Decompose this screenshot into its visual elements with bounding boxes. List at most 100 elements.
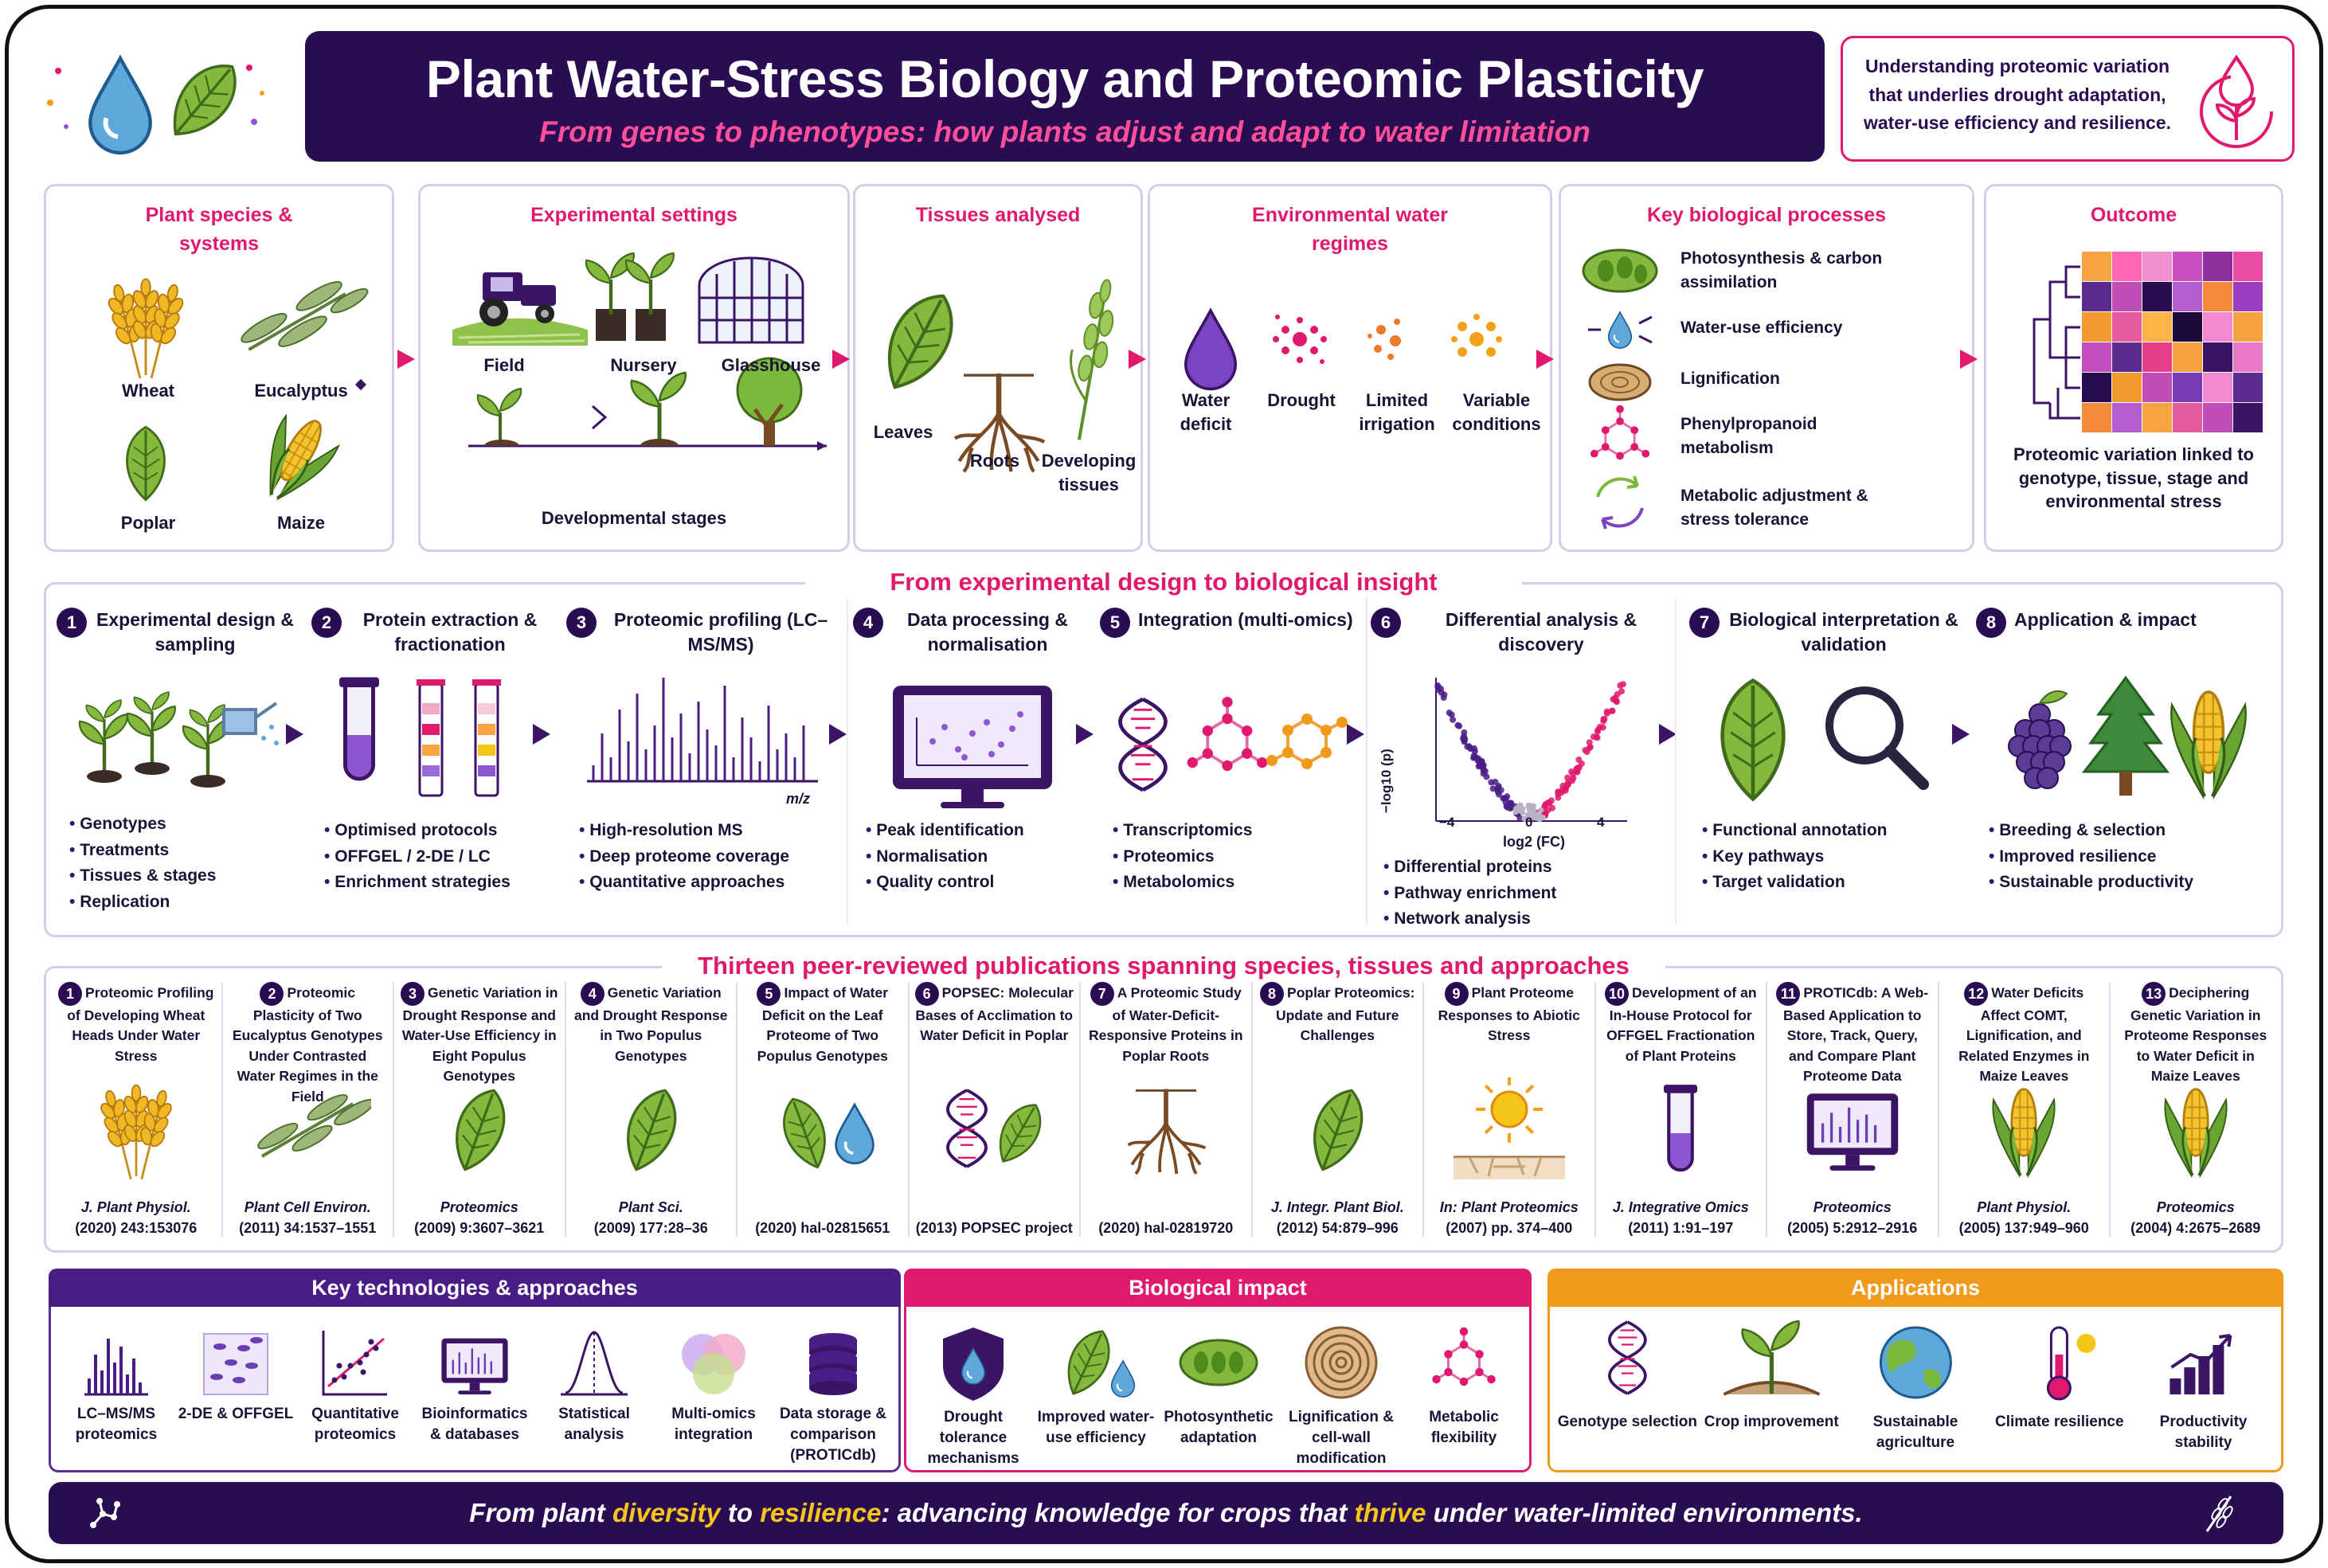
applications-icon-2 <box>1879 1326 1952 1399</box>
workflow-step-8-bullets: Breeding & selectionImproved resilienceS… <box>1989 818 2283 896</box>
tree-icon <box>736 357 803 446</box>
species-title: Plant species & systems <box>145 204 293 256</box>
publication-ref: (2012) 54:879–996 <box>1276 1219 1399 1236</box>
workflow-arrow <box>1076 724 1094 745</box>
technologies-icon-3 <box>440 1337 509 1396</box>
panel-settings: Experimental settings Field Nursery Glas… <box>418 184 850 552</box>
drought-icon <box>1273 315 1327 364</box>
step-number-badge: 8 <box>1976 608 2006 638</box>
publication-journal: Plant Cell Environ. <box>244 1198 371 1215</box>
bullet-item: Metabolomics <box>1113 870 1367 896</box>
publication-ref: (2009) 9:3607–3621 <box>414 1219 545 1236</box>
workflow-arrow <box>1952 724 1970 745</box>
publication-ref: (2011) 34:1537–1551 <box>239 1219 377 1236</box>
impact-icon-0 <box>943 1328 1004 1401</box>
poplar-icon <box>126 425 166 502</box>
publication-journal: Proteomics <box>440 1198 518 1215</box>
publication-journal: Proteomics <box>1813 1198 1892 1215</box>
publication-title-text: Plant Proteome Responses to Abiotic Stre… <box>1438 984 1580 1044</box>
bullet-item: Breeding & selection <box>1989 818 2283 844</box>
publication-title-text: Genetic Variation in Drought Response an… <box>401 984 558 1085</box>
bullet-item: Quality control <box>866 870 1097 896</box>
water-drop-icon <box>1588 311 1653 350</box>
impact-item: Improved water-use efficiency <box>1037 1409 1155 1447</box>
publication-number-badge: 1 <box>58 982 83 1006</box>
bullet-item: Proteomics <box>1113 844 1367 870</box>
process-phenylpropanoid: Phenylpropanoid metabolism <box>1680 415 1817 458</box>
publication-title-text: Impact of Water Deficit on the Leaf Prot… <box>757 984 889 1064</box>
publication-journal: Proteomics <box>2156 1198 2235 1215</box>
workflow-step-1-bullets: GenotypesTreatmentsTissues & stagesRepli… <box>69 811 308 915</box>
header-banner: Plant Water-Stress Biology and Proteomic… <box>305 31 1825 162</box>
bullet-item: Enrichment strategies <box>324 870 563 896</box>
publication-ref: (2004) 4:2675–2689 <box>2130 1219 2261 1236</box>
publication-title-text: Development of an In-House Protocol for … <box>1606 984 1757 1064</box>
sun-drought-icon <box>1453 1077 1565 1179</box>
publication-ref: (2020) 243:153076 <box>75 1219 198 1236</box>
publication-number-badge: 8 <box>1260 982 1285 1006</box>
publication-reference: J. Plant Physiol. (2020) 243:153076 <box>53 1197 219 1238</box>
leaf-icon <box>614 1081 687 1179</box>
multi-omics-icon <box>1108 695 1348 808</box>
nursery-icon <box>586 253 674 341</box>
impact-icon-3 <box>1305 1326 1378 1399</box>
publication-ref: (2013) POPSEC project <box>915 1219 1073 1236</box>
step-number-badge: 5 <box>1100 608 1130 638</box>
publication-journal: Plant Sci. <box>618 1198 683 1215</box>
publication-reference: Plant Physiol.(2005) 137:949–960 <box>1942 1197 2107 1238</box>
bullet-item: Deep proteome coverage <box>579 844 850 870</box>
publication-number-badge: 3 <box>401 982 425 1006</box>
settings-title: Experimental settings <box>530 204 738 226</box>
divider <box>847 598 848 925</box>
publication-ref: (2007) pp. 374–400 <box>1446 1219 1573 1236</box>
crops-impact-icon <box>2008 675 2248 798</box>
applications-item: Crop improvement <box>1704 1414 1839 1430</box>
workflow-step-3-bullets: High-resolution MSDeep proteome coverage… <box>579 818 850 896</box>
protein-tubes-icon <box>335 671 501 797</box>
publication-reference: Proteomics(2005) 5:2912–2916 <box>1770 1197 1935 1238</box>
workflow-arrow <box>1659 724 1677 745</box>
bullet-item: Key pathways <box>1702 844 1973 870</box>
flow-arrow <box>1960 350 1978 369</box>
publication-ref: (2011) 1:91–197 <box>1628 1219 1734 1236</box>
publication-title-text: POPSEC: Molecular Bases of Acclimation t… <box>915 984 1074 1044</box>
publication-number-badge: 2 <box>260 982 284 1006</box>
spectrum-axis-label: m/z <box>786 791 811 807</box>
publication-number-badge: 7 <box>1090 982 1114 1006</box>
panel-tissues: Tissues analysed Leaves Roots Developing… <box>853 184 1143 552</box>
publication-journal: J. Plant Physiol. <box>80 1198 191 1215</box>
technologies-item: Statistical analysis <box>558 1406 630 1444</box>
processes-title: Key biological processes <box>1646 204 1887 226</box>
grapes-icon <box>2008 690 2072 789</box>
technologies-icon-4 <box>561 1331 628 1396</box>
impact-item: Lignification & cell-wall modification <box>1289 1409 1394 1468</box>
regime-variable: Variable conditions <box>1452 390 1541 434</box>
seedling-icon <box>475 387 523 446</box>
flow-arrow <box>832 350 850 369</box>
volcano-tick: −4 <box>1439 815 1455 830</box>
publication-number-badge: 5 <box>757 982 781 1006</box>
variable-conditions-icon <box>1451 314 1502 357</box>
regime-drought: Drought <box>1267 390 1336 410</box>
applications-icon-4 <box>2170 1334 2232 1394</box>
workflow-arrow <box>286 724 303 745</box>
divider <box>1422 982 1424 1237</box>
panel-processes: Key biological processes Photosynthesis … <box>1559 184 1974 552</box>
publication-ref: (2005) 137:949–960 <box>1958 1219 2089 1236</box>
technologies-item: Bioinformatics & databases <box>421 1406 528 1444</box>
tissue-roots: Roots <box>969 451 1020 471</box>
volcano-tick: 4 <box>1597 815 1605 830</box>
bullet-item: Replication <box>69 890 308 916</box>
settings-illustrations <box>452 250 827 451</box>
developmental-stages-label: Developmental stages <box>541 508 727 528</box>
flow-arrow <box>1129 350 1146 369</box>
